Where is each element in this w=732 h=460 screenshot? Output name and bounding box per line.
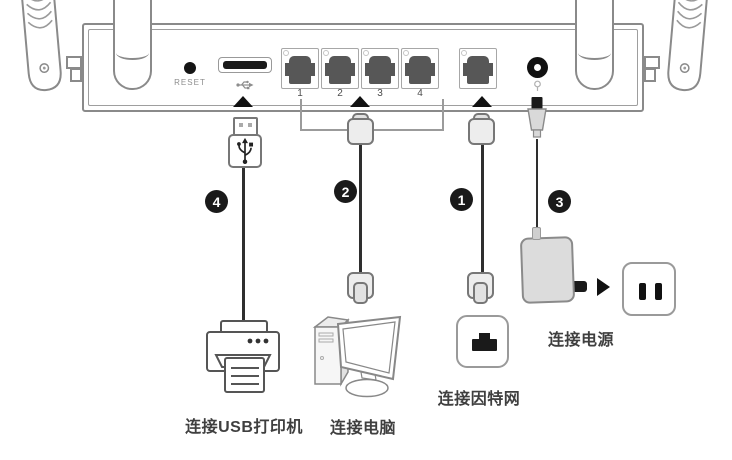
lan-port-4-number: 4 xyxy=(417,88,423,99)
lan-port-3-number: 3 xyxy=(377,88,383,99)
printer-icon xyxy=(206,320,280,393)
label-connect-computer: 连接电脑 xyxy=(329,420,396,437)
ethernet-icon-top xyxy=(479,333,490,340)
wan-port xyxy=(459,48,497,89)
dc-barrel-connector xyxy=(532,227,541,240)
arrow-right-icon xyxy=(597,278,610,296)
step-badge-1: 1 xyxy=(450,188,473,211)
rj45-jack-icon xyxy=(405,56,435,84)
bracket-line xyxy=(372,129,444,131)
wall-outlet-icon xyxy=(622,262,676,316)
antenna-hinge-left-lower xyxy=(70,68,82,82)
reset-label: RESET xyxy=(174,78,206,87)
internet-port-icon xyxy=(456,315,509,368)
reset-button xyxy=(184,62,196,74)
triangle-up-icon-usb xyxy=(233,96,253,107)
bracket-line xyxy=(300,129,348,131)
usb-trident-icon xyxy=(237,137,254,164)
lan-port-4 xyxy=(401,48,439,89)
antenna-icon-right-outer xyxy=(667,0,710,92)
antenna-icon-right-inner xyxy=(575,0,614,90)
wan-cable xyxy=(481,144,484,274)
bracket-line xyxy=(442,99,444,131)
step-badge-2: 2 xyxy=(334,180,357,203)
antenna-hinge-right-lower xyxy=(644,68,656,82)
computer-icon xyxy=(312,315,402,398)
rj45-jack-icon xyxy=(325,56,355,84)
lan-port-2 xyxy=(321,48,359,89)
outlet-slot xyxy=(639,283,646,300)
ethernet-icon-base xyxy=(472,339,497,351)
rj45-jack-icon xyxy=(285,56,315,84)
rj45-plug-icon-lan-top xyxy=(347,113,374,147)
triangle-up-icon-lan xyxy=(350,96,370,107)
lan-port-3 xyxy=(361,48,399,89)
bracket-line xyxy=(300,99,302,131)
dc-plug-icon xyxy=(527,97,547,138)
label-connect-usb-printer: 连接USB打印机 xyxy=(185,419,303,436)
rj45-plug-icon-wan-top xyxy=(468,113,495,147)
rj45-jack-icon xyxy=(365,56,395,84)
label-connect-internet: 连接因特网 xyxy=(437,391,521,408)
triangle-up-icon-wan xyxy=(472,96,492,107)
power-cable xyxy=(536,139,538,229)
usb-plug-icon xyxy=(228,134,262,168)
lan-port-2-number: 2 xyxy=(337,88,343,99)
step-badge-3: 3 xyxy=(548,190,571,213)
outlet-slot xyxy=(655,283,662,300)
lan-cable xyxy=(359,144,362,274)
rj45-plug-icon-lan-end xyxy=(347,272,374,306)
power-jack xyxy=(527,57,548,78)
antenna-icon-left-inner xyxy=(113,0,152,90)
step-badge-4: 4 xyxy=(205,190,228,213)
usb-trident-icon xyxy=(236,80,254,90)
label-connect-power: 连接电源 xyxy=(547,332,614,349)
power-adapter-icon xyxy=(519,236,576,304)
usb-port-slot xyxy=(223,61,267,69)
antenna-icon-left-outer xyxy=(19,0,62,92)
power-plug-icon xyxy=(534,80,541,91)
adapter-prong xyxy=(572,281,587,292)
lan-port-1 xyxy=(281,48,319,89)
usb-cable xyxy=(242,166,245,323)
rj45-jack-icon xyxy=(463,56,493,84)
lan-port-1-number: 1 xyxy=(297,88,303,99)
rj45-plug-icon-wan-end xyxy=(467,272,494,306)
